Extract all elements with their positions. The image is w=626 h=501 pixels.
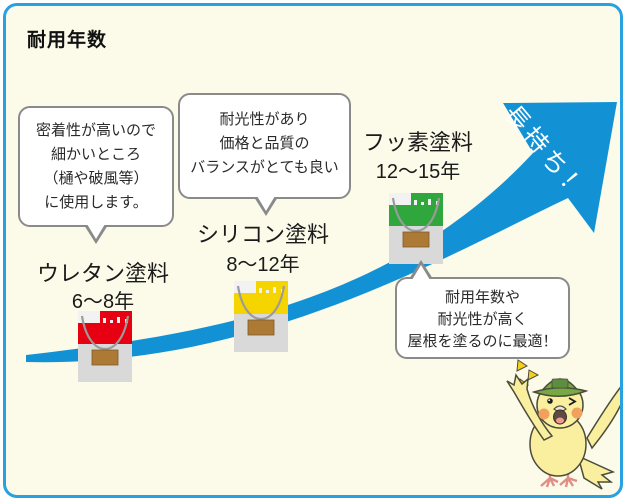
can-handle (236, 285, 286, 321)
can-label (247, 319, 275, 336)
bubble-line: 耐用年数や (444, 289, 520, 306)
can-paint-drip (411, 193, 443, 206)
bubble-line: に使用します。 (44, 194, 148, 211)
bird-eye-glint (548, 399, 551, 402)
bubble-line: バランスがとても良い (190, 159, 339, 176)
bird-right-wing (586, 386, 620, 450)
can-label (402, 231, 430, 248)
growth-arrow (26, 102, 617, 363)
bird-tail (576, 454, 616, 490)
paint-can-urethane (78, 311, 132, 382)
bubble-line: 価格と品質の (219, 135, 310, 152)
page-title: 耐用年数 (27, 30, 108, 51)
bird-eye-left (547, 398, 553, 404)
can-paint-band (78, 323, 132, 344)
page-card: 長持ち！ ウレタン塗料 6〜8年 シリコン塗料 8〜12年 フッ素塗料 12〜1… (3, 3, 623, 498)
can-handle (80, 315, 130, 351)
speech-bubble-urethane: 密着性が高いので 細かいところ （樋や破風等） に使用します。 (18, 106, 174, 244)
paint-years-fluorine: 12〜15年 (375, 161, 461, 183)
paint-name-urethane: ウレタン塗料 (36, 261, 169, 286)
paint-name-fluorine: フッ素塗料 (362, 130, 473, 155)
bird-mascot (506, 359, 620, 490)
paint-can-silicone (234, 281, 288, 352)
can-label (91, 349, 119, 366)
bird-tongue (556, 417, 564, 424)
bird-pointing-wing (506, 373, 554, 441)
bubble-line: 屋根を塗るのに最適！ (407, 333, 558, 350)
speech-bubble-silicone: 耐光性があり 価格と品質の バランスがとても良い (178, 93, 351, 216)
bird-cap-visor (531, 387, 589, 397)
can-paint-band (234, 293, 288, 314)
bird-eye-wink (568, 397, 577, 406)
can-handle (391, 197, 441, 233)
can-paint-drip (256, 281, 288, 294)
paint-years-silicone: 8〜12年 (226, 254, 300, 276)
bird-cap-patch (551, 378, 569, 389)
bubble-line: 耐光性が高く (437, 311, 528, 328)
bird-cheek-right (571, 407, 583, 419)
bubble-line: 密着性が高いので (35, 122, 156, 139)
paint-years-urethane: 6〜8年 (71, 291, 135, 313)
bubble-line: 細かいところ (50, 146, 141, 163)
bird-cheek-left (538, 408, 550, 420)
paint-can-fluorine (389, 193, 443, 264)
bubble-line: （樋や破風等） (43, 170, 149, 187)
can-paint-band (389, 205, 443, 226)
bubble-line: 耐光性があり (219, 111, 310, 128)
growth-arrow-shape (26, 102, 617, 363)
can-paint-drip (100, 311, 132, 324)
paint-name-silicone: シリコン塗料 (196, 222, 329, 247)
speech-bubble-fluorine: 耐用年数や 耐光性が高く 屋根を塗るのに最適！ (395, 260, 570, 359)
